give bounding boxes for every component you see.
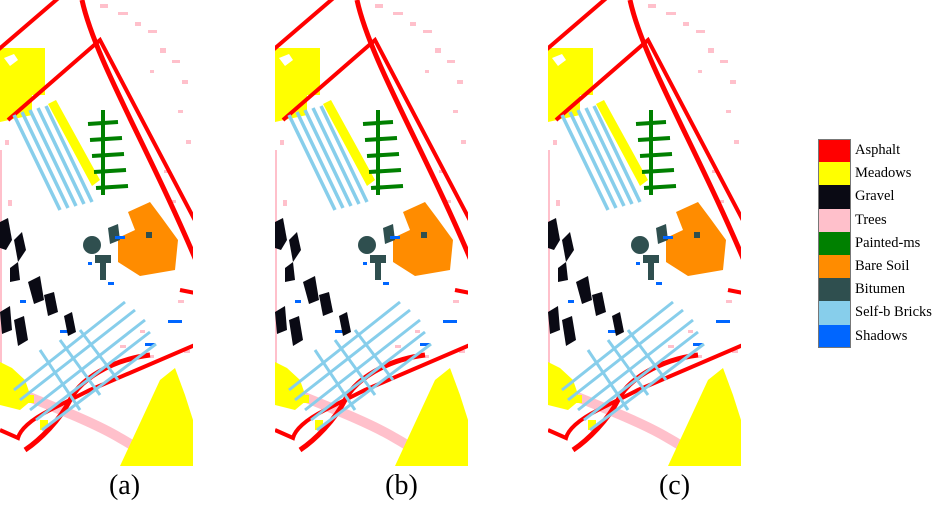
legend-label: Shadows [855,327,908,344]
legend-swatch [818,231,851,255]
legend-label: Self-b Bricks [855,304,932,321]
classification-map-image [275,0,468,466]
legend-label: Bare Soil [855,257,910,274]
caption-c: (c) [658,470,691,501]
classification-map-c [548,0,741,466]
legend-swatch [818,208,851,232]
legend-label: Painted-ms [855,234,921,251]
legend-swatch [818,301,851,325]
caption-a: (a) [108,470,141,501]
legend-label: Gravel [855,188,895,205]
legend-swatch [818,162,851,186]
legend-swatch [818,254,851,279]
legend-label: Meadows [855,165,912,182]
legend-swatch [818,324,851,348]
classification-map-image [548,0,741,466]
classification-map-image [0,0,193,466]
legend-label: Asphalt [855,142,901,158]
classification-map-a [0,0,193,466]
legend-label: Trees [855,211,887,228]
legend-swatch [818,185,851,209]
classification-map-b [275,0,468,466]
legend-label: Bitumen [855,281,905,298]
legend-swatch [818,278,851,302]
legend-swatch [818,139,851,163]
caption-b: (b) [385,470,418,501]
